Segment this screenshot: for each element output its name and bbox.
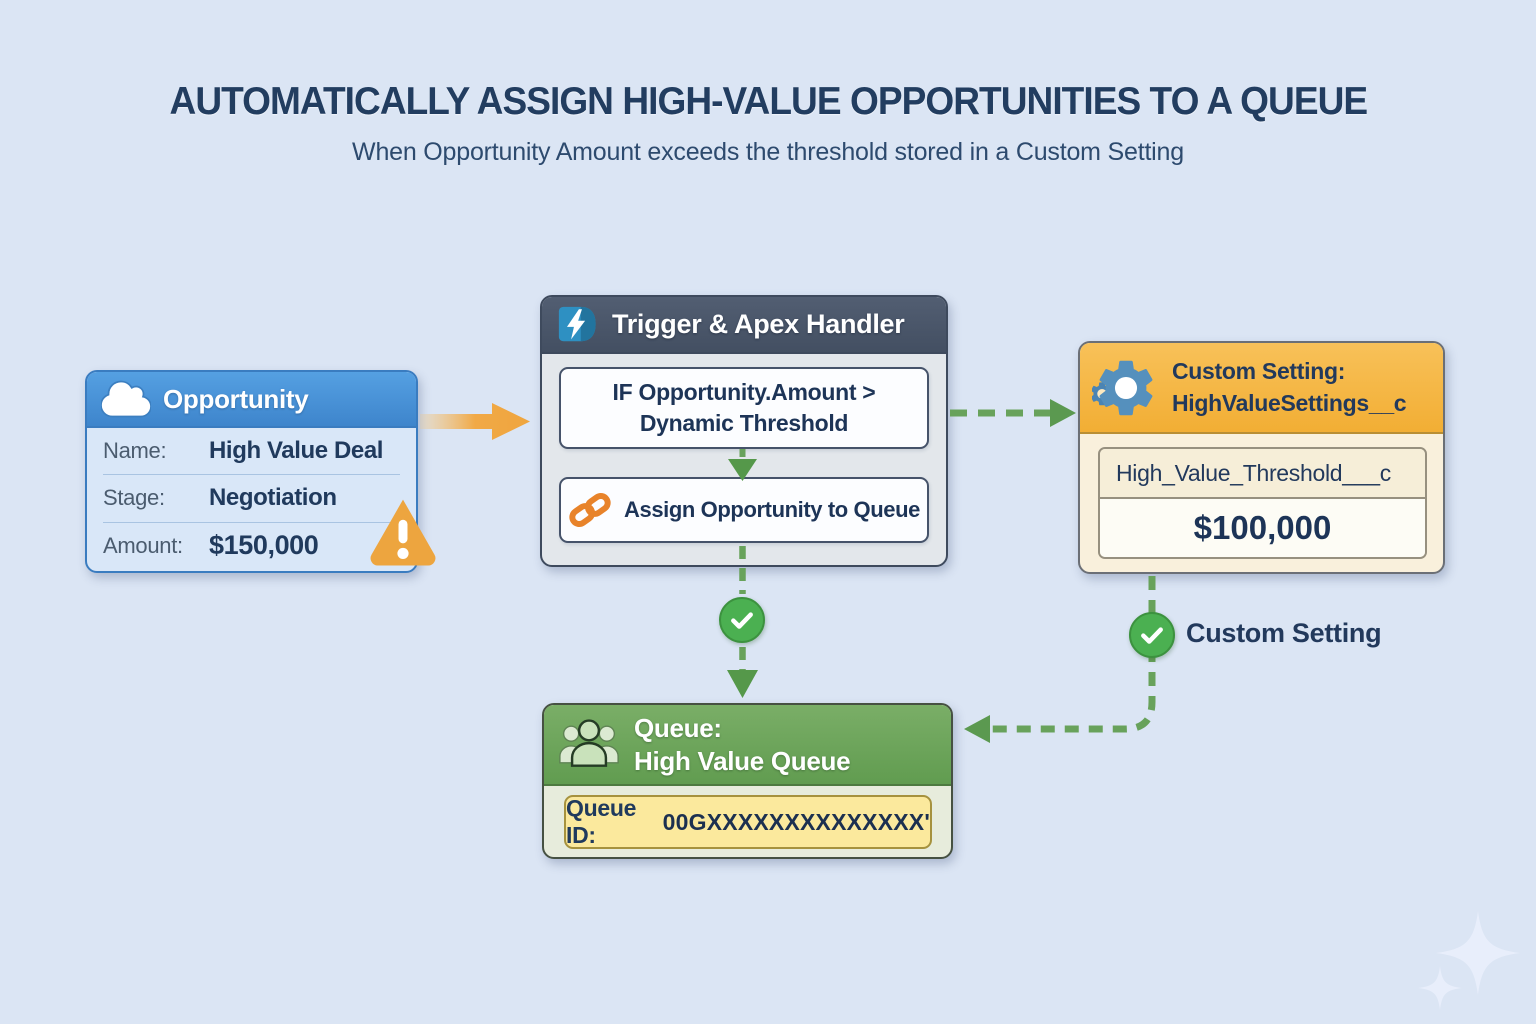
custom-setting-callout-label: Custom Setting [1186,618,1382,648]
condition-line-1: IF Opportunity.Amount > [612,378,876,405]
threshold-field-name: High_Value_Threshold___c [1100,449,1425,499]
opportunity-field-amount: Amount: $150,000 [103,521,400,569]
queue-title-line-1: Queue: [634,713,722,743]
custom-setting-card: Custom Setting: HighValueSettings__c Hig… [1078,341,1445,574]
opportunity-field-stage: Stage: Negotiation [103,474,400,521]
action-box: Assign Opportunity to Queue [559,477,929,543]
gear-icon [1092,354,1160,422]
threshold-box: High_Value_Threshold___c $100,000 [1098,447,1427,559]
lightning-icon [556,304,598,346]
arrow-opportunity-to-trigger [420,403,530,440]
trigger-title: Trigger & Apex Handler [612,309,905,339]
queue-card-header: Queue: High Value Queue [544,705,951,786]
queue-title: Queue: High Value Queue [634,712,851,777]
cloud-icon [101,378,151,420]
queue-card: Queue: High Value Queue Queue ID: 00GXXX… [542,703,953,859]
field-value: High Value Deal [209,437,384,465]
warning-triangle-icon [366,494,440,568]
field-value: $150,000 [209,530,319,561]
custom-setting-title: Custom Setting: HighValueSettings__c [1172,356,1407,418]
people-icon [558,716,620,774]
condition-line-2: Dynamic Threshold [639,410,849,436]
custom-setting-card-header: Custom Setting: HighValueSettings__c [1080,343,1443,434]
opportunity-card-header: Opportunity [87,372,416,428]
condition-box: IF Opportunity.Amount > Dynamic Threshol… [559,367,929,449]
opportunity-fields: Name: High Value Deal Stage: Negotiation… [87,428,416,569]
custom-setting-title-line-1: Custom Setting: [1172,358,1346,385]
action-label: Assign Opportunity to Queue [624,497,920,522]
field-value: Negotiation [209,484,337,512]
field-label: Name: [103,438,167,464]
queue-id-box: Queue ID: 00GXXXXXXXXXXXXXX' [564,795,932,849]
threshold-field-value: $100,000 [1100,499,1425,557]
opportunity-field-name: Name: High Value Deal [103,428,400,474]
field-label: Amount: [103,532,183,558]
trigger-apex-card: Trigger & Apex Handler IF Opportunity.Am… [540,295,948,567]
custom-setting-title-line-2: HighValueSettings__c [1172,389,1407,416]
page-subtitle: When Opportunity Amount exceeds the thre… [352,138,1184,166]
arrow-custom-setting-to-queue [988,576,1156,733]
page-title: AUTOMATICALLY ASSIGN HIGH-VALUE OPPORTUN… [169,80,1368,123]
checkmark-icon [1129,612,1175,658]
field-label: Stage: [103,485,165,511]
queue-id-label: Queue ID: [566,795,637,848]
queue-id-value: 00GXXXXXXXXXXXXXX' [662,808,930,835]
opportunity-card: Opportunity Name: High Value Deal Stage:… [85,370,418,573]
trigger-card-header: Trigger & Apex Handler [542,297,946,354]
checkmark-icon [719,597,765,643]
queue-title-line-2: High Value Queue [634,745,851,776]
opportunity-title: Opportunity [163,383,309,414]
link-icon [568,488,612,532]
